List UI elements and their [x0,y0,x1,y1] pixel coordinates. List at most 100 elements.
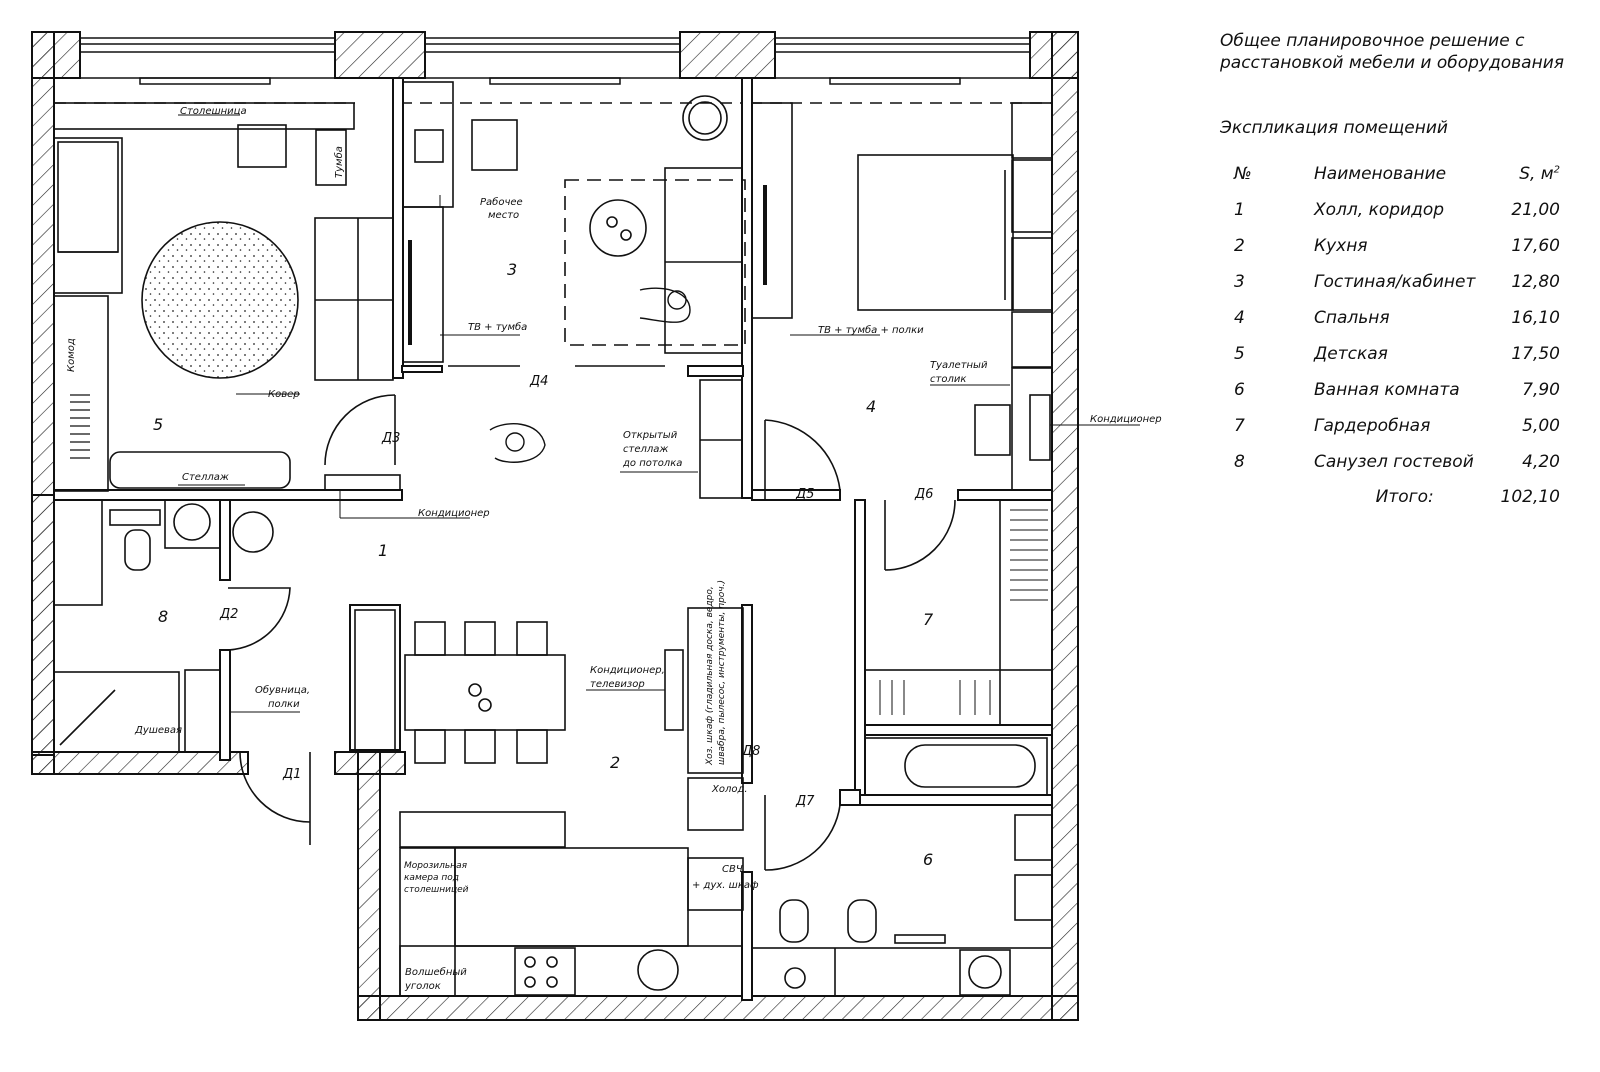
panel-subtitle: Экспликация помещений [1220,118,1448,138]
row-number: 4 [1234,308,1245,328]
row-number: 5 [1234,344,1245,364]
row-name: Детская [1314,344,1388,364]
row-number: 2 [1234,236,1245,256]
label-freezer-3: столешницей [404,885,469,895]
row-name: Холл, коридор [1314,200,1445,220]
table-total-row: Итого: 102,10 [1220,480,1560,514]
label-shoe-1: Обувница, [255,684,310,696]
explication-panel: Общее планировочное решение с расстановк… [1220,30,1590,514]
label-shoe-2: полки [268,699,300,710]
room-5-furniture [53,102,401,492]
door-swings [227,394,956,871]
label-tv-stand-shelves: ТВ + тумба + полки [818,324,924,336]
label-countertop: Столешница [180,106,247,117]
door-label-d2: Д2 [219,607,238,622]
floor-plan: 1 2 3 4 5 6 7 8 Д1 Д2 Д3 Д4 Д5 Д6 Д7 Д8 … [31,31,1162,1021]
label-microwave-2: + дух. шкаф [692,880,759,891]
room-number-5: 5 [153,415,163,434]
row-area: 17,60 [1511,236,1560,256]
row-number: 8 [1234,452,1245,472]
label-ac-tv-2: телевизор [590,679,645,690]
table-header-row: № Наименование S, м2 [1220,156,1560,192]
door-label-d7: Д7 [795,794,815,809]
label-storage-2: швабра, пылесос, инструменты, проч.) [717,580,727,765]
room-4-furniture [751,102,1053,491]
label-vanity-2: столик [930,374,966,385]
windows [54,37,1052,104]
door-label-d6: Д6 [914,487,933,502]
room-2-furniture [354,607,744,997]
total-label: Итого: [1375,487,1434,507]
row-area: 17,50 [1511,344,1560,364]
room-3-furniture [402,81,746,499]
row-name: Спальня [1314,308,1390,328]
label-freezer-1: Морозильная [404,861,468,871]
label-magic-1: Волшебный [405,966,467,978]
room-6-furniture [751,737,1053,997]
row-area: 16,10 [1511,308,1560,328]
door-label-d1: Д1 [282,767,301,782]
room-number-6: 6 [923,850,933,869]
label-microwave-1: СВЧ [722,864,743,875]
label-rug: Ковер [268,389,300,400]
label-ac-tv-1: Кондиционер, [590,665,665,676]
label-open-rack-2: стеллаж [623,444,668,455]
room-number-1: 1 [378,541,388,560]
label-ac-right: Кондиционер [1090,414,1162,425]
row-number: 3 [1234,272,1245,292]
door-label-d4: Д4 [529,374,548,389]
panel-title-line-2: расстановкой мебели и оборудования [1220,53,1564,73]
label-magic-2: уголок [404,981,441,992]
door-label-d8: Д8 [741,744,760,759]
col-area-header: S, м2 [1519,164,1560,184]
label-open-rack-1: Открытый [623,430,678,441]
row-name: Кухня [1314,236,1368,256]
row-number: 7 [1234,416,1245,436]
label-storage-1: Хоз. шкаф (гладильная доска, ведро, [705,586,715,766]
label-workplace-2: место [488,210,519,221]
room-7-furniture [864,499,1053,726]
label-fridge: Холод. [711,784,748,795]
panel-title-line-1: Общее планировочное решение с [1220,31,1525,51]
label-vanity-1: Туалетный [930,360,988,371]
row-name: Гостиная/кабинет [1314,272,1476,292]
total-value: 102,10 [1500,487,1560,507]
row-area: 7,90 [1522,380,1560,400]
room-number-7: 7 [923,610,934,629]
table-row: 4 Спальня 16,10 [1220,300,1560,336]
room-number-4: 4 [866,397,876,416]
label-open-rack-3: до потолка [622,458,682,469]
table-row: 8 Санузел гостевой 4,20 [1220,444,1560,480]
room-8-furniture [53,499,311,845]
row-area: 4,20 [1522,452,1560,472]
leader-lines [178,114,1140,713]
table-row: 2 Кухня 17,60 [1220,228,1560,264]
label-workplace-1: Рабочее [480,196,523,208]
row-name: Санузел гостевой [1314,452,1474,472]
room-number-3: 3 [507,260,517,279]
row-number: 6 [1234,380,1245,400]
label-tv-stand: ТВ + тумба [468,321,527,333]
door-label-d5: Д5 [795,487,814,502]
table-row: 5 Детская 17,50 [1220,336,1560,372]
room-number-2: 2 [610,753,620,772]
table-row: 3 Гостиная/кабинет 12,80 [1220,264,1560,300]
row-area: 12,80 [1511,272,1560,292]
label-ac: Кондиционер [418,508,490,519]
col-name-header: Наименование [1314,164,1447,184]
col-number-header: № [1234,164,1252,184]
row-name: Ванная комната [1314,380,1460,400]
row-area: 21,00 [1511,200,1560,220]
table-row: 6 Ванная комната 7,90 [1220,372,1560,408]
room-number-8: 8 [158,607,168,626]
label-shower: Душевая [134,725,182,736]
panel-title: Общее планировочное решение с расстановк… [1220,30,1590,74]
label-dresser: Комод [66,338,77,372]
plan-labels: 1 2 3 4 5 6 7 8 Д1 Д2 Д3 Д4 Д5 Д6 Д7 Д8 … [66,106,1162,992]
interior-walls [53,77,1053,1001]
door-label-d3: Д3 [381,431,400,446]
label-rack: Стеллаж [182,472,229,483]
